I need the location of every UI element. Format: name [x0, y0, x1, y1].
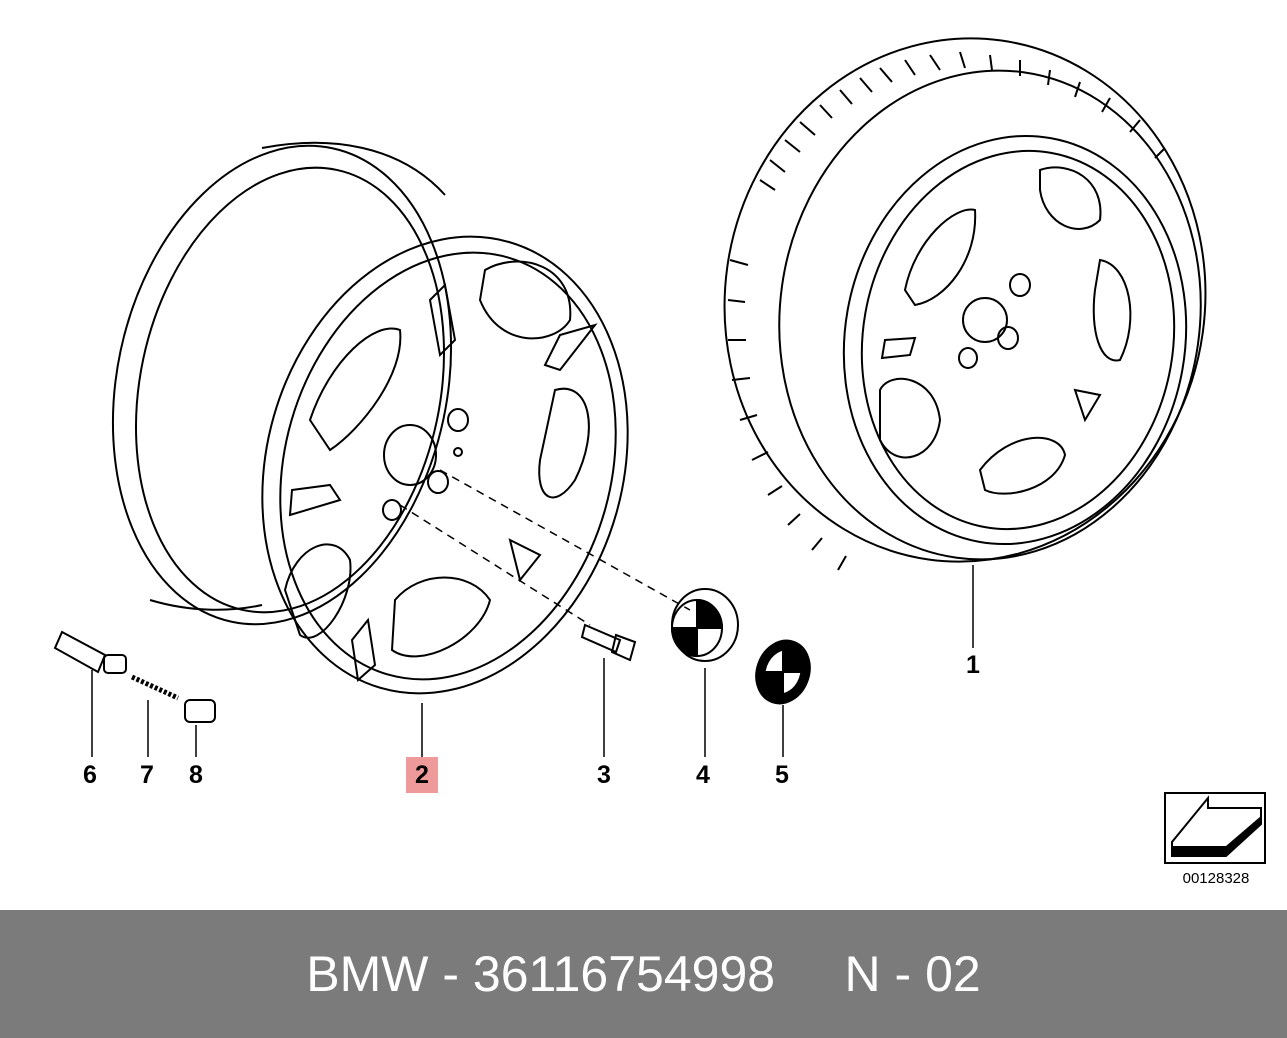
callout-5[interactable]: 5 [775, 761, 789, 789]
reference-box [1164, 792, 1266, 864]
alloy-rim-drawing [111, 141, 629, 695]
footer-part-number: BMW - 36116754998 N - 02 [306, 946, 981, 1002]
parts-diagram [53, 37, 1207, 757]
callout-7[interactable]: 7 [140, 761, 154, 789]
footer-banner: BMW - 36116754998 N - 02 [0, 910, 1287, 1038]
valve-drawing [53, 630, 216, 723]
callout-1[interactable]: 1 [966, 651, 980, 679]
arrow-icon [1171, 795, 1262, 857]
callout-6[interactable]: 6 [83, 761, 97, 789]
leader-lines [91, 469, 974, 757]
callout-8[interactable]: 8 [189, 761, 203, 789]
complete-wheel-drawing [723, 37, 1207, 571]
wheel-bolt-drawing [580, 623, 637, 662]
callout-4[interactable]: 4 [696, 761, 710, 789]
callout-2[interactable]: 2 [406, 757, 438, 793]
reference-number: 00128328 [1182, 870, 1250, 887]
emblem-drawing [755, 639, 811, 705]
callout-3[interactable]: 3 [597, 761, 611, 789]
hub-cap-drawing [670, 588, 739, 662]
